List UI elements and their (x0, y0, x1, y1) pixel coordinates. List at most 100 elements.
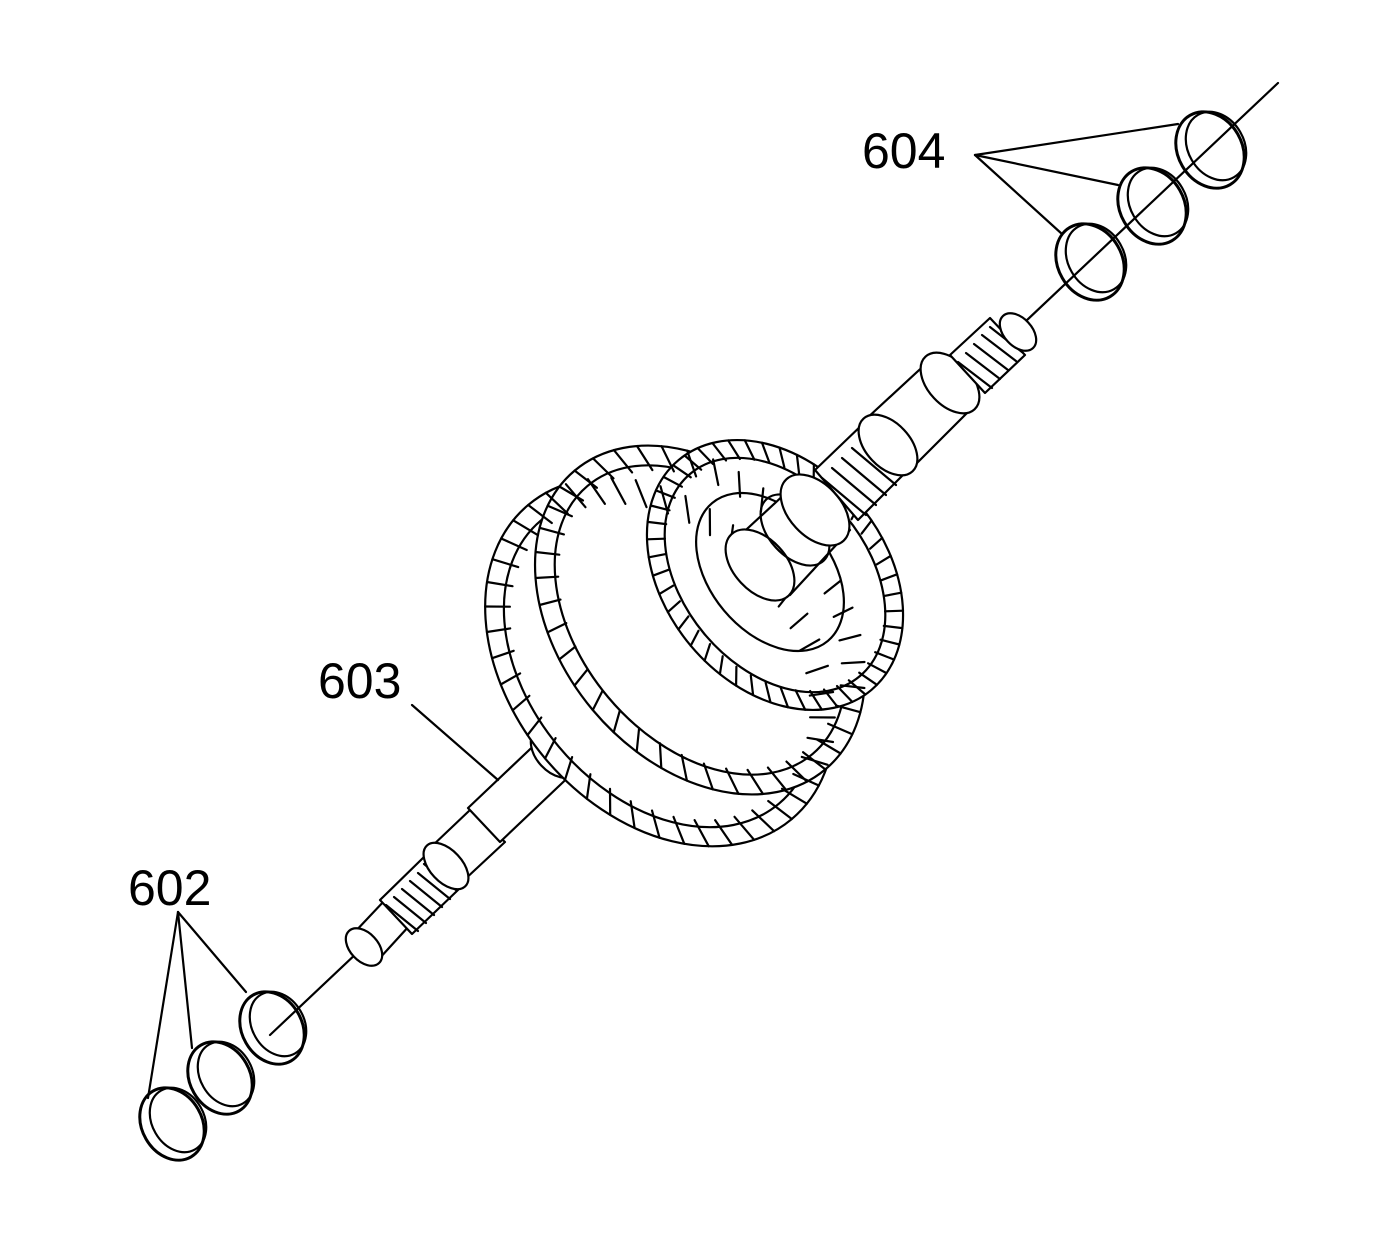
gear-tooth (702, 762, 714, 791)
gear-tooth (485, 627, 512, 634)
gear-tooth (658, 742, 663, 770)
gear-tooth (512, 519, 540, 537)
gear-tooth (671, 464, 692, 479)
snap-ring-top-1 (1054, 222, 1128, 302)
gear-tooth (686, 449, 698, 478)
gear-tooth (724, 767, 740, 795)
gear-tooth (591, 457, 615, 480)
gear-tooth (558, 485, 585, 502)
gear-tooth (485, 580, 514, 588)
gear-tooth (646, 520, 668, 526)
gear-tooth (683, 454, 703, 471)
callout-603: 603 (318, 653, 401, 709)
gear-tooth (801, 751, 827, 771)
gear-tooth (689, 629, 700, 647)
gear-tooth (779, 686, 790, 709)
gear-tooth (860, 519, 873, 535)
gear-tooth (880, 573, 899, 582)
gear-tooth (634, 479, 648, 509)
gear-tooth (612, 449, 634, 474)
gear-tooth (815, 738, 842, 755)
gear-tooth (760, 441, 771, 464)
gear-tooth (658, 584, 675, 596)
gear-tooth (677, 615, 690, 631)
gear-tooth (883, 609, 905, 613)
gear-tooth (823, 579, 842, 595)
gear-tooth (838, 633, 862, 642)
gear-tooth (795, 453, 801, 476)
gear-tooth (767, 799, 793, 821)
gear-tooth (875, 554, 892, 566)
gear-tooth (778, 446, 786, 469)
gear-tooth (672, 815, 686, 845)
gear-tooth (649, 504, 671, 512)
gear-tooth (499, 672, 522, 686)
output-shaft-end (724, 312, 1038, 602)
gear-tooth (749, 674, 755, 697)
gear-tooth (666, 600, 682, 614)
gear-tooth (534, 575, 560, 580)
gear-tooth (883, 591, 903, 598)
gear-tooth (612, 709, 621, 734)
gear-tooth (839, 684, 866, 690)
gear-tooth (785, 760, 809, 783)
gear-tooth (780, 787, 808, 805)
gear-tooth (511, 694, 531, 712)
snap-rings-604 (1054, 110, 1248, 302)
gear-tooth (693, 818, 710, 848)
gear-tooth (573, 668, 589, 687)
gear-tooth (727, 439, 742, 461)
gear-tooth (527, 503, 553, 525)
gear-tooth (789, 612, 809, 630)
gear-tooth (822, 688, 839, 709)
gear-tooth (834, 704, 862, 714)
gear-tooth (798, 638, 821, 652)
snap-ring-top-2 (1116, 166, 1190, 246)
gear-tooth (546, 621, 568, 634)
gear-tooth (538, 526, 566, 536)
gear-tooth (847, 679, 867, 696)
gear-tooth (635, 444, 654, 472)
gear-tooth (879, 638, 901, 646)
gear-tooth (866, 662, 888, 675)
snap-ring-bottom-3 (138, 1086, 208, 1162)
callout-604: 604 (862, 123, 945, 179)
gear-tooth (526, 716, 543, 737)
leader-lines-602 (146, 910, 248, 1100)
gear-tooth (544, 491, 569, 515)
gear-tooth (835, 684, 854, 704)
gear-tooth (651, 568, 670, 577)
gear-tooth (696, 447, 715, 466)
gear-tooth (743, 439, 756, 461)
gear-tooth (610, 476, 627, 505)
gear-tooth (491, 649, 515, 660)
gear-tooth (546, 504, 574, 518)
gear-tooth (868, 536, 884, 550)
gear-tooth (806, 736, 835, 744)
gear-tooth (766, 766, 788, 792)
gear-tooth (858, 671, 879, 686)
snap-rings-602 (138, 990, 308, 1162)
gear-tooth (500, 537, 528, 552)
leader-lines-604 (973, 122, 1180, 236)
leader-line-603 (410, 703, 500, 782)
gear-tooth (805, 664, 830, 675)
gear-tooth (684, 494, 691, 524)
snap-ring-bottom-1 (238, 990, 308, 1066)
gear-tooth (558, 645, 577, 661)
gear-tooth (808, 689, 823, 711)
gear-tooth (746, 768, 765, 796)
gear-tooth (680, 753, 689, 782)
gear-tooth (573, 469, 599, 489)
gear-tooth (713, 818, 734, 847)
gear-tooth (543, 736, 557, 760)
gear-tooth (718, 655, 724, 676)
gear-tooth (794, 689, 807, 711)
callout-602: 602 (128, 860, 211, 916)
gear-tooth (660, 445, 676, 473)
gear-tooth (764, 681, 772, 704)
gear-tooth (733, 815, 756, 841)
gear-tooth (840, 660, 866, 665)
gear-tooth (662, 475, 684, 488)
gear-tooth (650, 809, 661, 839)
